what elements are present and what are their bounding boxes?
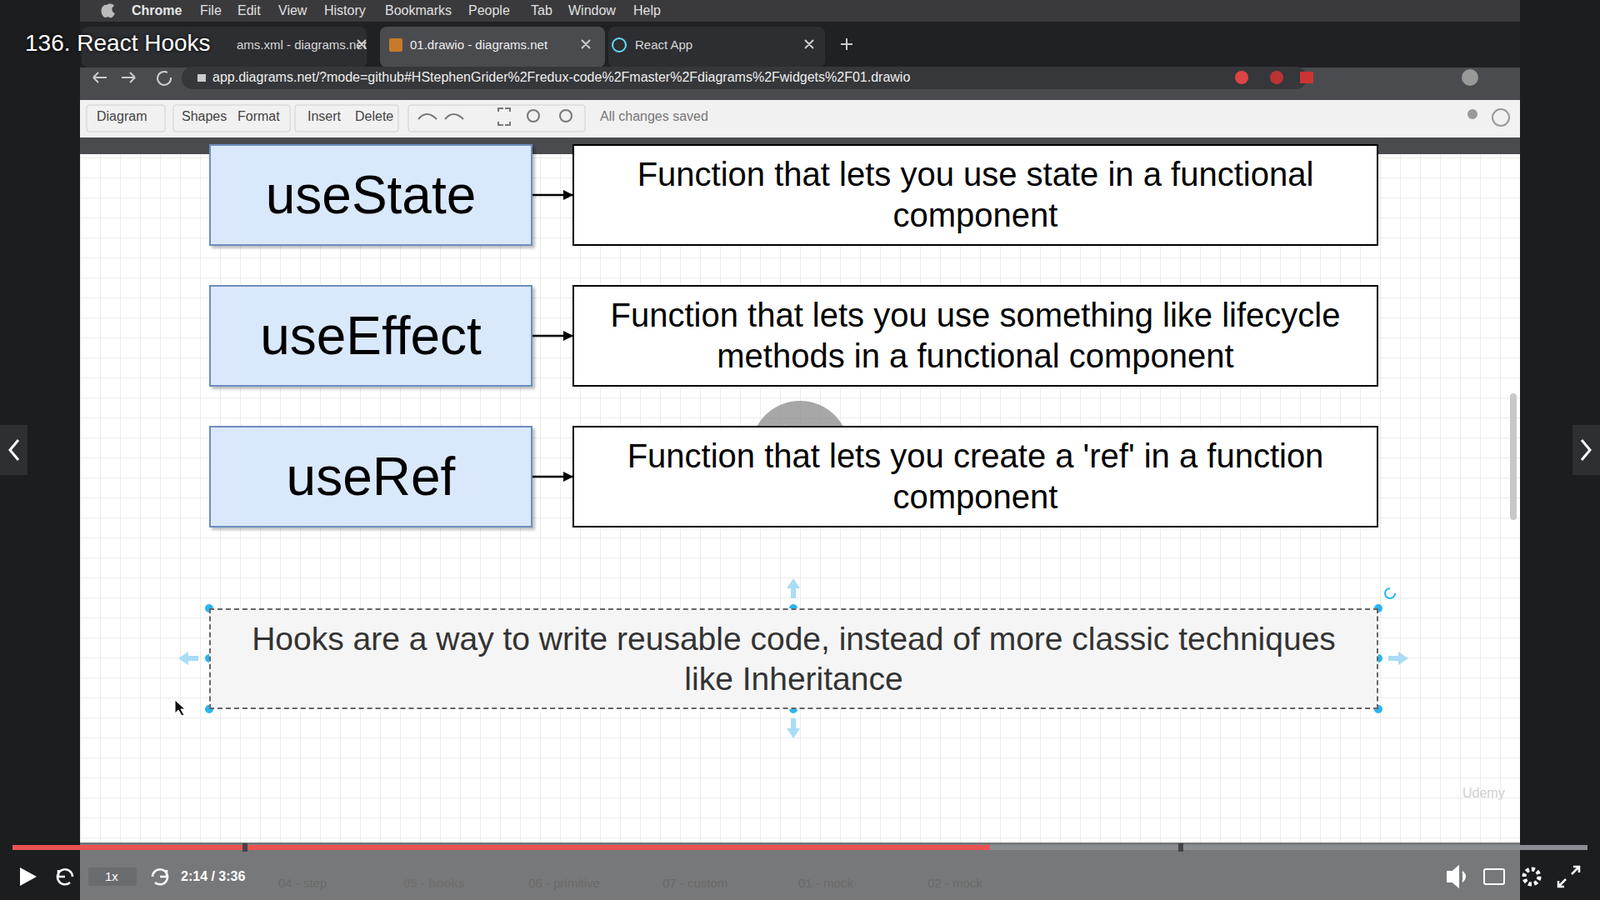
selection-handles [205, 604, 1383, 714]
hook-name: useRef [286, 444, 456, 510]
hook-name-box: useState [209, 144, 533, 246]
rewind-button [57, 869, 73, 885]
toolbar-icons [418, 108, 510, 125]
hook-name-box: useEffect [209, 285, 533, 387]
menu-bar [80, 0, 1520, 22]
volume-icon [1447, 866, 1465, 887]
menu-item: Tab [530, 3, 553, 19]
toolbar-group [295, 105, 399, 132]
progress-marker [242, 843, 248, 852]
toolbar-group [86, 105, 165, 132]
hook-name-box: useRef [209, 425, 533, 528]
user-icon [1467, 109, 1478, 120]
page-tab: 05 - hooks [403, 875, 465, 890]
menu-item: Help [633, 3, 661, 19]
tab-icon [612, 38, 626, 52]
page-tab: 04 - step [278, 875, 327, 890]
menu-item: File [200, 3, 222, 19]
toolbar-button: Diagram [96, 109, 147, 125]
toolbar-group [408, 105, 585, 132]
extension-icon [1270, 70, 1284, 85]
note-box: Hooks are a way to write reusable code, … [209, 608, 1379, 710]
watermark: Udemy [1462, 785, 1505, 801]
settings-icon [1524, 869, 1540, 885]
mouse-cursor [175, 700, 185, 716]
tab-title: React App [635, 37, 693, 52]
url-field [181, 66, 1307, 90]
toolbar-button: Shapes [181, 109, 227, 125]
page-tab: 02 - mock [927, 875, 983, 890]
zoom-in [527, 110, 540, 122]
address-row [80, 67, 1520, 155]
hook-description: Function that lets you use state in a fu… [589, 154, 1362, 236]
speed-box [88, 867, 137, 886]
hook-name: useState [265, 162, 477, 228]
toolbar-group [173, 105, 290, 132]
tab-strip [80, 21, 1520, 68]
page-tab: 01 - mock [798, 875, 854, 890]
menu-item: History [324, 3, 366, 19]
reload-icon [157, 71, 171, 85]
page-tab: 07 - custom [662, 875, 728, 890]
lock-icon [197, 74, 206, 82]
video-title: 136. React Hooks [25, 30, 211, 57]
forward-button [152, 869, 168, 885]
hook-description: Function that lets you create a 'ref' in… [589, 435, 1362, 518]
note-text: Hooks are a way to write reusable code, … [225, 619, 1362, 699]
arrow-connector [532, 335, 573, 338]
toolbar-button: Insert [307, 109, 341, 125]
progress-played [12, 845, 990, 850]
next-chevron [1581, 440, 1590, 460]
time-display: 2:14 / 3:36 [180, 869, 245, 885]
tab-title: 01.drawio - diagrams.net [410, 37, 548, 52]
toolbar-button: Delete [355, 109, 394, 125]
toolbar [80, 100, 1520, 138]
play-button [20, 867, 37, 886]
hook-name: useEffect [260, 303, 482, 369]
menu-item: Bookmarks [385, 3, 452, 19]
prev-button [0, 425, 28, 475]
extension-icon [1300, 71, 1314, 84]
prev-chevron [10, 440, 19, 460]
menu-item: Chrome [131, 3, 182, 19]
url-text: app.diagrams.net/?mode=github#HStephenGr… [212, 70, 910, 85]
menu-item: Edit [237, 3, 261, 19]
hook-description: Function that lets you use something lik… [589, 295, 1362, 377]
progress-marker [1178, 843, 1184, 852]
fullscreen-icon [1558, 866, 1580, 887]
tab-icon [389, 38, 403, 52]
menu-item: Window [568, 3, 616, 19]
progress-track [12, 845, 1588, 850]
nav-arrows [93, 72, 135, 83]
apple-logo [100, 3, 115, 18]
browser-tab [608, 26, 825, 68]
next-button [1572, 425, 1600, 475]
zoom-out [560, 110, 572, 122]
controls-shade [0, 842, 1600, 900]
scrollbar [1510, 393, 1517, 520]
page-tab: 06 - primitive [528, 875, 600, 890]
tab-title: ams.xml - diagrams.net [236, 37, 367, 52]
browser-tab-active [380, 26, 605, 68]
captions-icon [1484, 869, 1505, 885]
description-box: Function that lets you use state in a fu… [572, 144, 1379, 246]
description-box: Function that lets you create a 'ref' in… [572, 425, 1379, 528]
arrow-connector [532, 475, 573, 479]
globe-icon [1492, 109, 1510, 126]
menu-item: People [468, 3, 510, 19]
connect-arrows [178, 578, 1409, 739]
description-box: Function that lets you use something lik… [572, 285, 1379, 387]
profile-icon [1461, 69, 1479, 86]
arrow-connector [532, 194, 573, 197]
extension-icon [1235, 70, 1249, 85]
menu-item: View [278, 3, 307, 19]
playback-speed: 1x [105, 869, 119, 884]
save-status: All changes saved [600, 109, 709, 125]
toolbar-button: Format [237, 109, 280, 125]
rotate-handle [1385, 588, 1395, 599]
